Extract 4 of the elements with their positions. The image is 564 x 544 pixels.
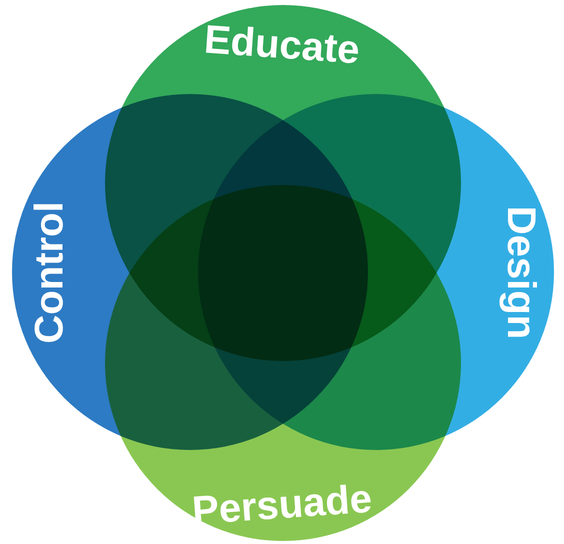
circle-label: Control [28, 200, 73, 344]
circle-label: Persuade [190, 476, 374, 534]
circle-label: Design [498, 205, 543, 339]
circle-label: Educate [202, 17, 361, 73]
